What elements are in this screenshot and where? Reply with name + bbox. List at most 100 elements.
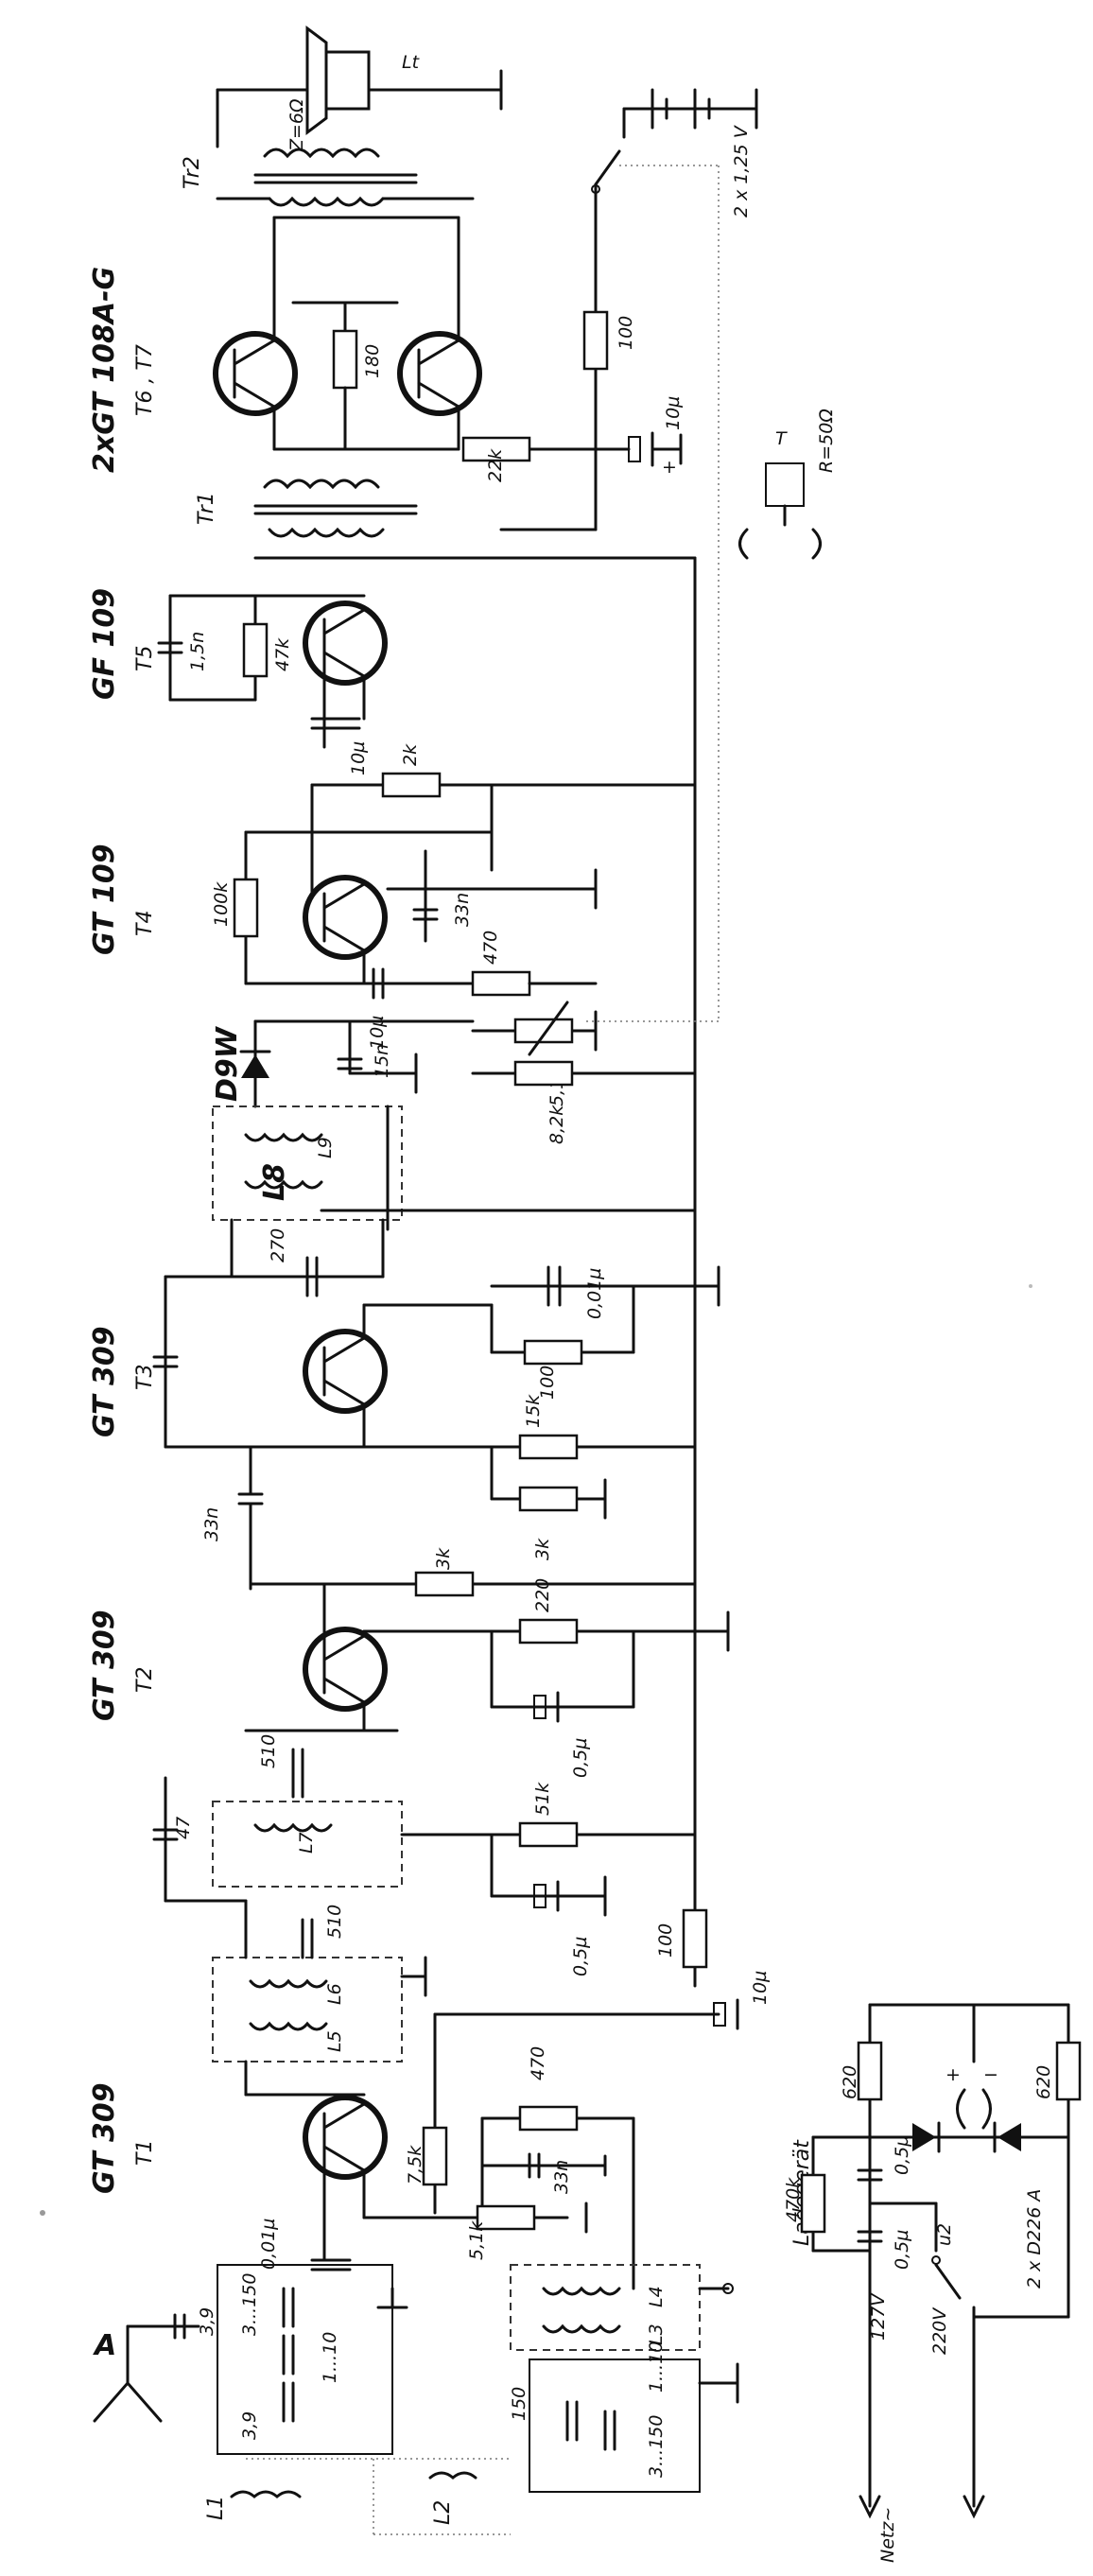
- component-label: 100: [655, 1923, 676, 1958]
- r-51k: [518, 1821, 579, 1848]
- r-7k5: [422, 2126, 448, 2186]
- component-label: GT 309: [88, 1326, 121, 1437]
- component-label: 47k: [272, 637, 293, 671]
- t6-t7-ref: T6 , T7: [133, 344, 157, 416]
- component-label: R=50Ω: [816, 409, 837, 473]
- component-label: 100: [616, 316, 636, 350]
- component-label: GF 109: [88, 588, 121, 700]
- component-label: 33n: [201, 1507, 222, 1541]
- rails: [499, 165, 720, 1988]
- component-label: 3...150: [646, 2415, 667, 2478]
- component-label: A: [93, 2329, 116, 2362]
- component-label: 10µ: [750, 1971, 771, 2005]
- component-label: 150: [509, 2387, 529, 2421]
- battery-section: 2 x 1,25 V: [591, 88, 758, 229]
- c-10u-output: 10µ +: [499, 396, 684, 478]
- component-label: 10µ: [348, 741, 369, 775]
- component-label: L2: [431, 2500, 455, 2525]
- component-label: L4: [646, 2286, 667, 2307]
- component-label: 2 x D226 A: [1024, 2189, 1045, 2289]
- speaker-label: Lt: [402, 52, 421, 73]
- component-label: 1...10: [646, 2341, 667, 2393]
- t6-t7-type: 2xGT 108A-G: [88, 267, 121, 473]
- component-label: 0,5µ: [570, 1738, 591, 1778]
- component-label: 8,2k: [546, 1105, 567, 1144]
- r-100k: [233, 878, 259, 938]
- component-label: 620: [1033, 2065, 1054, 2099]
- component-label: D9W: [211, 1025, 244, 1102]
- r-22k: [461, 436, 531, 462]
- component-label: L3: [646, 2324, 667, 2345]
- component-label: 510: [324, 1905, 345, 1939]
- r-180: [332, 329, 358, 390]
- r-470-t1: [518, 2105, 579, 2132]
- component-label: 127V: [868, 2292, 889, 2341]
- component-label: 51k: [532, 1782, 553, 1816]
- transistor-t7: [397, 331, 482, 416]
- tr2-label: Tr2: [181, 156, 204, 189]
- component-label: T: [775, 428, 788, 449]
- component-label: 470: [528, 2046, 548, 2080]
- component-label: 180: [362, 344, 383, 378]
- component-label: 3,9: [197, 2307, 217, 2336]
- component-label: 0,5µ: [892, 2135, 912, 2175]
- r-3k-b: [414, 1571, 475, 1597]
- component-label: Netz~: [877, 2507, 898, 2563]
- charger: Ladegerät 620 620 + − 2 x D226 A 470k 0,…: [783, 2003, 1082, 2563]
- component-label: 10µ: [367, 1016, 388, 1050]
- r-100-dec: [682, 1908, 708, 1969]
- component-label: L1: [204, 2496, 228, 2520]
- diode-d9w: D9W: [211, 1019, 271, 1108]
- r-8k2: [513, 1060, 574, 1087]
- component-label: 7,5k: [405, 2145, 425, 2184]
- speaker-impedance: Z=6Ω: [286, 98, 307, 152]
- component-label: 33n: [452, 893, 473, 927]
- component-label: 100: [537, 1366, 558, 1400]
- component-label: L7: [296, 1832, 317, 1854]
- component-label: 15k: [523, 1394, 544, 1428]
- component-label: +: [662, 457, 677, 478]
- component-label: 3,9: [239, 2411, 260, 2440]
- component-label: 470: [480, 931, 501, 965]
- transistor-t4: [303, 875, 388, 960]
- r-3k-a: [518, 1486, 579, 1512]
- tr1: Tr1: [195, 479, 418, 538]
- component-label: T2: [133, 1667, 157, 1693]
- component-label: GT 309: [88, 1610, 121, 1721]
- coil-l5-l6: L6 L5: [212, 1957, 403, 2063]
- transistor-t1: [303, 2095, 388, 2180]
- earphone: T R=50Ω: [738, 409, 837, 560]
- component-label: 3...150: [239, 2273, 260, 2336]
- transistor-t2: [303, 1627, 388, 1712]
- r-47k: [242, 622, 269, 678]
- component-label: GT 309: [88, 2082, 121, 2194]
- component-label: T5: [133, 646, 157, 671]
- coil-l7: L7: [212, 1801, 403, 1888]
- component-label: 0,5µ: [570, 1937, 591, 1976]
- component-label: 33n: [551, 2160, 572, 2194]
- coil-l3-l4: L4 L3: [510, 2264, 701, 2351]
- antenna: A: [93, 2324, 163, 2423]
- component-label: L9: [315, 1137, 336, 1158]
- component-label: T1: [133, 2140, 157, 2166]
- r-220: [518, 1618, 579, 1645]
- coil-l8-l9: L9 L8: [212, 1105, 403, 1221]
- r-100-t3: [523, 1339, 583, 1366]
- r-470-t4: [471, 970, 531, 997]
- component-label: GT 109: [88, 844, 121, 955]
- component-label: 2k: [400, 743, 421, 766]
- component-label: 0,5µ: [892, 2230, 912, 2270]
- component-label: 22k: [485, 448, 506, 482]
- component-label: 620: [840, 2065, 860, 2099]
- component-label: 470k: [783, 2177, 804, 2222]
- transistor-t5: [303, 600, 388, 686]
- component-label: 15n: [372, 1044, 392, 1078]
- component-label: 270: [268, 1228, 288, 1262]
- speck: [40, 2210, 45, 2216]
- r-100-battery: 100: [582, 310, 636, 371]
- component-label: 100k: [211, 881, 232, 927]
- r-470k: [800, 2173, 826, 2234]
- r-2k: [381, 772, 442, 798]
- component-label: L6: [324, 1983, 345, 2005]
